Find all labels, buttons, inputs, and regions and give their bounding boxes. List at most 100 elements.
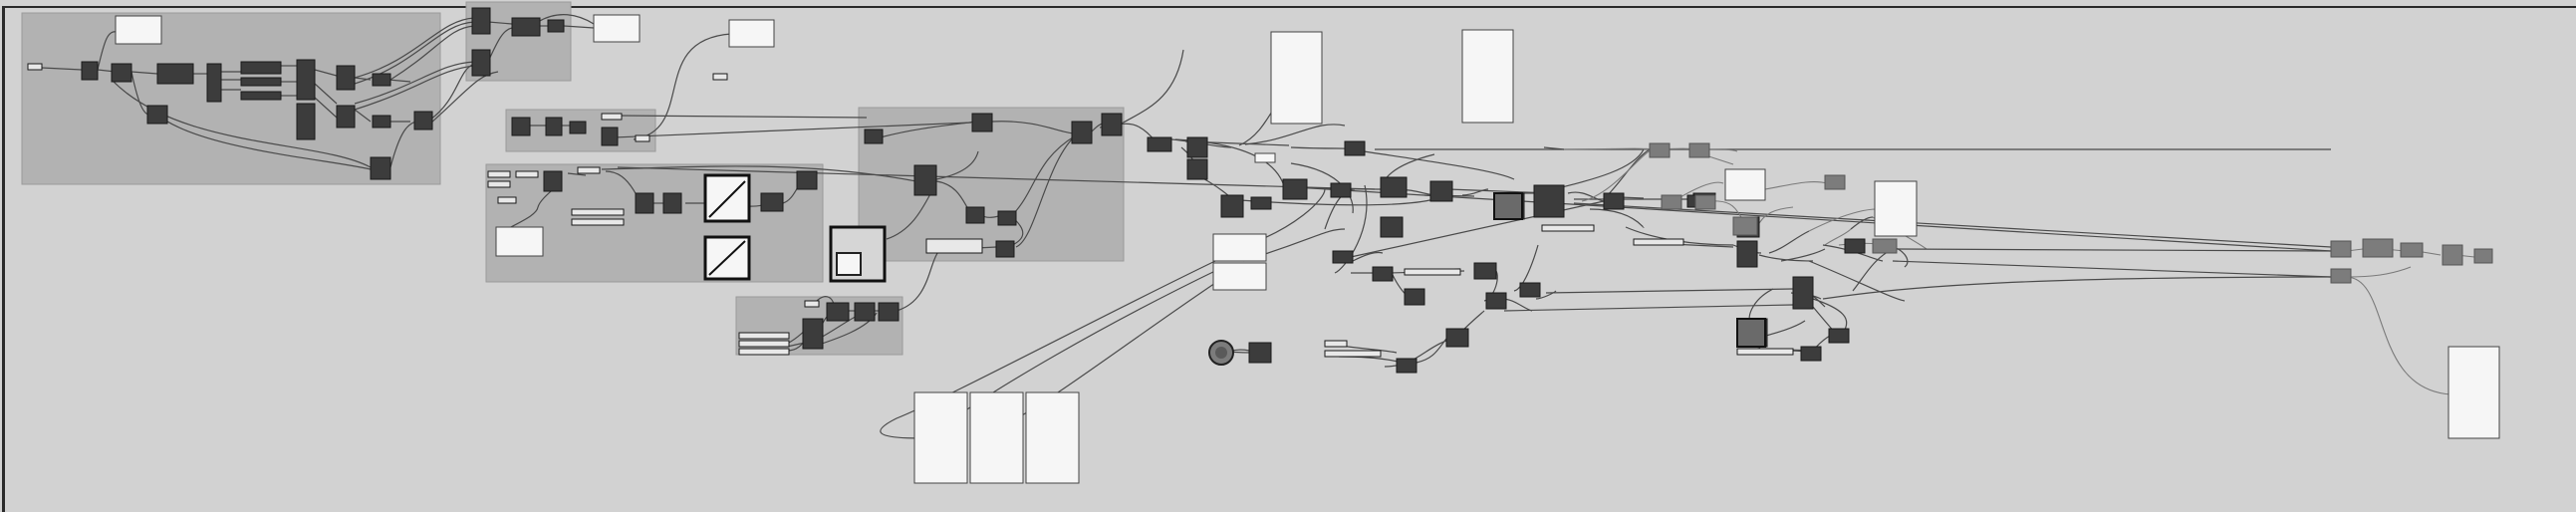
panel-h[interactable] bbox=[1212, 262, 1267, 291]
panel-small-a[interactable] bbox=[1254, 152, 1276, 163]
component-node[interactable] bbox=[206, 63, 222, 103]
component-node[interactable] bbox=[854, 302, 876, 322]
param-node[interactable] bbox=[601, 113, 623, 121]
disabled-node[interactable] bbox=[1732, 216, 1758, 236]
disabled-node[interactable] bbox=[1688, 142, 1710, 158]
param-node[interactable] bbox=[738, 348, 790, 356]
component-node[interactable] bbox=[1445, 328, 1469, 348]
disabled-node[interactable] bbox=[1649, 142, 1671, 158]
component-node[interactable] bbox=[662, 192, 682, 214]
component-node[interactable] bbox=[796, 170, 818, 190]
component-node[interactable] bbox=[111, 63, 132, 83]
component-node[interactable] bbox=[1519, 282, 1541, 298]
component-node[interactable] bbox=[1186, 136, 1208, 158]
component-node[interactable] bbox=[1071, 121, 1093, 144]
panel-i[interactable] bbox=[1724, 168, 1766, 201]
component-node[interactable] bbox=[547, 19, 565, 33]
disabled-node[interactable] bbox=[2330, 240, 2352, 258]
component-node[interactable] bbox=[511, 117, 531, 136]
component-node[interactable] bbox=[1372, 266, 1394, 282]
component-node[interactable] bbox=[372, 115, 391, 128]
component-node[interactable] bbox=[1330, 182, 1352, 198]
component-node[interactable] bbox=[1344, 140, 1366, 156]
panel-c[interactable] bbox=[728, 19, 775, 48]
param-node[interactable] bbox=[1404, 268, 1461, 276]
component-node[interactable] bbox=[1429, 180, 1453, 202]
component-node[interactable] bbox=[995, 240, 1015, 258]
param-node[interactable] bbox=[1324, 340, 1348, 348]
component-node[interactable] bbox=[336, 105, 356, 128]
component-node[interactable] bbox=[240, 91, 282, 101]
component-node[interactable] bbox=[826, 302, 850, 322]
component-node[interactable] bbox=[1473, 262, 1497, 280]
component-node[interactable] bbox=[1736, 240, 1758, 268]
disabled-node[interactable] bbox=[2362, 238, 2394, 258]
component-node[interactable] bbox=[1380, 216, 1404, 238]
disabled-node[interactable] bbox=[2442, 244, 2463, 266]
component-node[interactable] bbox=[971, 113, 993, 132]
component-node[interactable] bbox=[1380, 176, 1408, 198]
panel-l[interactable] bbox=[969, 391, 1024, 484]
param-node[interactable] bbox=[497, 196, 517, 204]
component-node[interactable] bbox=[240, 77, 282, 87]
component-node[interactable] bbox=[146, 105, 168, 125]
component-node[interactable] bbox=[471, 49, 491, 77]
component-node[interactable] bbox=[802, 318, 824, 350]
component-node[interactable] bbox=[1147, 136, 1172, 152]
param-node[interactable] bbox=[577, 166, 601, 174]
disabled-node[interactable] bbox=[1694, 194, 1716, 210]
param-node[interactable] bbox=[804, 300, 820, 308]
param-node[interactable] bbox=[515, 170, 539, 178]
component-node[interactable] bbox=[1485, 292, 1507, 310]
component-node[interactable] bbox=[1396, 358, 1417, 374]
panel-j[interactable] bbox=[1874, 180, 1918, 237]
panel-k[interactable] bbox=[913, 391, 968, 484]
param-node[interactable] bbox=[712, 73, 728, 81]
panel-g[interactable] bbox=[1212, 233, 1267, 262]
disabled-node[interactable] bbox=[2473, 248, 2493, 264]
component-node[interactable] bbox=[336, 65, 356, 91]
component-node[interactable] bbox=[1404, 288, 1425, 306]
component-node[interactable] bbox=[240, 61, 282, 75]
param-node[interactable] bbox=[487, 170, 511, 178]
param-node[interactable] bbox=[1541, 224, 1595, 232]
grid-icon-node[interactable] bbox=[1736, 318, 1766, 348]
component-node[interactable] bbox=[997, 210, 1017, 226]
component-node[interactable] bbox=[1332, 250, 1354, 264]
param-node[interactable] bbox=[487, 180, 511, 188]
panel-f[interactable] bbox=[1461, 29, 1514, 124]
component-node[interactable] bbox=[1533, 184, 1565, 218]
component-node[interactable] bbox=[545, 117, 563, 136]
component-node[interactable] bbox=[1250, 196, 1272, 210]
group-mid[interactable] bbox=[485, 163, 824, 283]
param-node[interactable] bbox=[571, 208, 625, 216]
component-node[interactable] bbox=[1101, 113, 1123, 136]
component-node[interactable] bbox=[156, 63, 194, 85]
component-node[interactable] bbox=[1844, 238, 1866, 254]
disabled-node[interactable] bbox=[2400, 242, 2424, 258]
param-node[interactable] bbox=[738, 332, 790, 340]
panel-a[interactable] bbox=[115, 15, 162, 45]
component-node[interactable] bbox=[1248, 342, 1272, 364]
param-node[interactable] bbox=[635, 134, 650, 142]
component-node[interactable] bbox=[1828, 328, 1850, 344]
component-node[interactable] bbox=[370, 156, 391, 180]
component-node[interactable] bbox=[81, 61, 99, 81]
disabled-node[interactable] bbox=[1872, 238, 1898, 254]
component-node[interactable] bbox=[471, 7, 491, 35]
param-node[interactable] bbox=[1736, 348, 1794, 356]
component-node[interactable] bbox=[296, 103, 316, 140]
component-node[interactable] bbox=[864, 128, 884, 144]
param-node[interactable] bbox=[925, 238, 983, 254]
component-node[interactable] bbox=[372, 73, 391, 87]
component-node[interactable] bbox=[760, 192, 784, 212]
panel-m[interactable] bbox=[1025, 391, 1080, 484]
param-node[interactable] bbox=[571, 218, 625, 226]
component-node[interactable] bbox=[1282, 178, 1308, 200]
component-node[interactable] bbox=[1603, 192, 1625, 210]
component-node[interactable] bbox=[913, 164, 937, 196]
component-node[interactable] bbox=[413, 111, 433, 130]
panel-d[interactable] bbox=[495, 226, 544, 257]
component-node[interactable] bbox=[569, 121, 587, 134]
